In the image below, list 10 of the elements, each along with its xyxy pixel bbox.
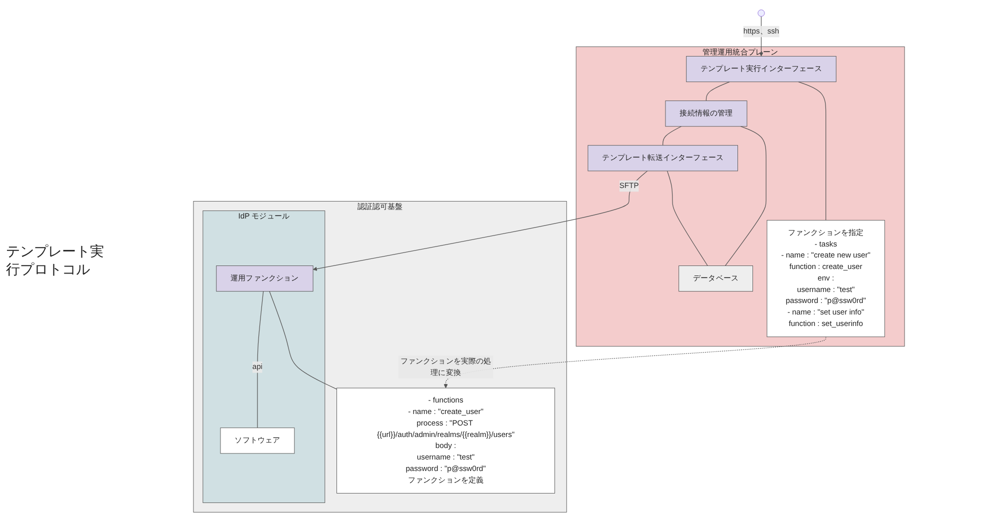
side-label: テンプレート実行プロトコル bbox=[6, 243, 105, 279]
connector bbox=[724, 126, 766, 266]
connector bbox=[706, 82, 730, 102]
arrow bbox=[312, 170, 648, 271]
connector bbox=[269, 291, 338, 390]
connector bbox=[798, 82, 826, 221]
connector bbox=[257, 291, 264, 428]
connector bbox=[666, 170, 708, 266]
arrow bbox=[444, 336, 826, 388]
connector bbox=[662, 126, 682, 146]
